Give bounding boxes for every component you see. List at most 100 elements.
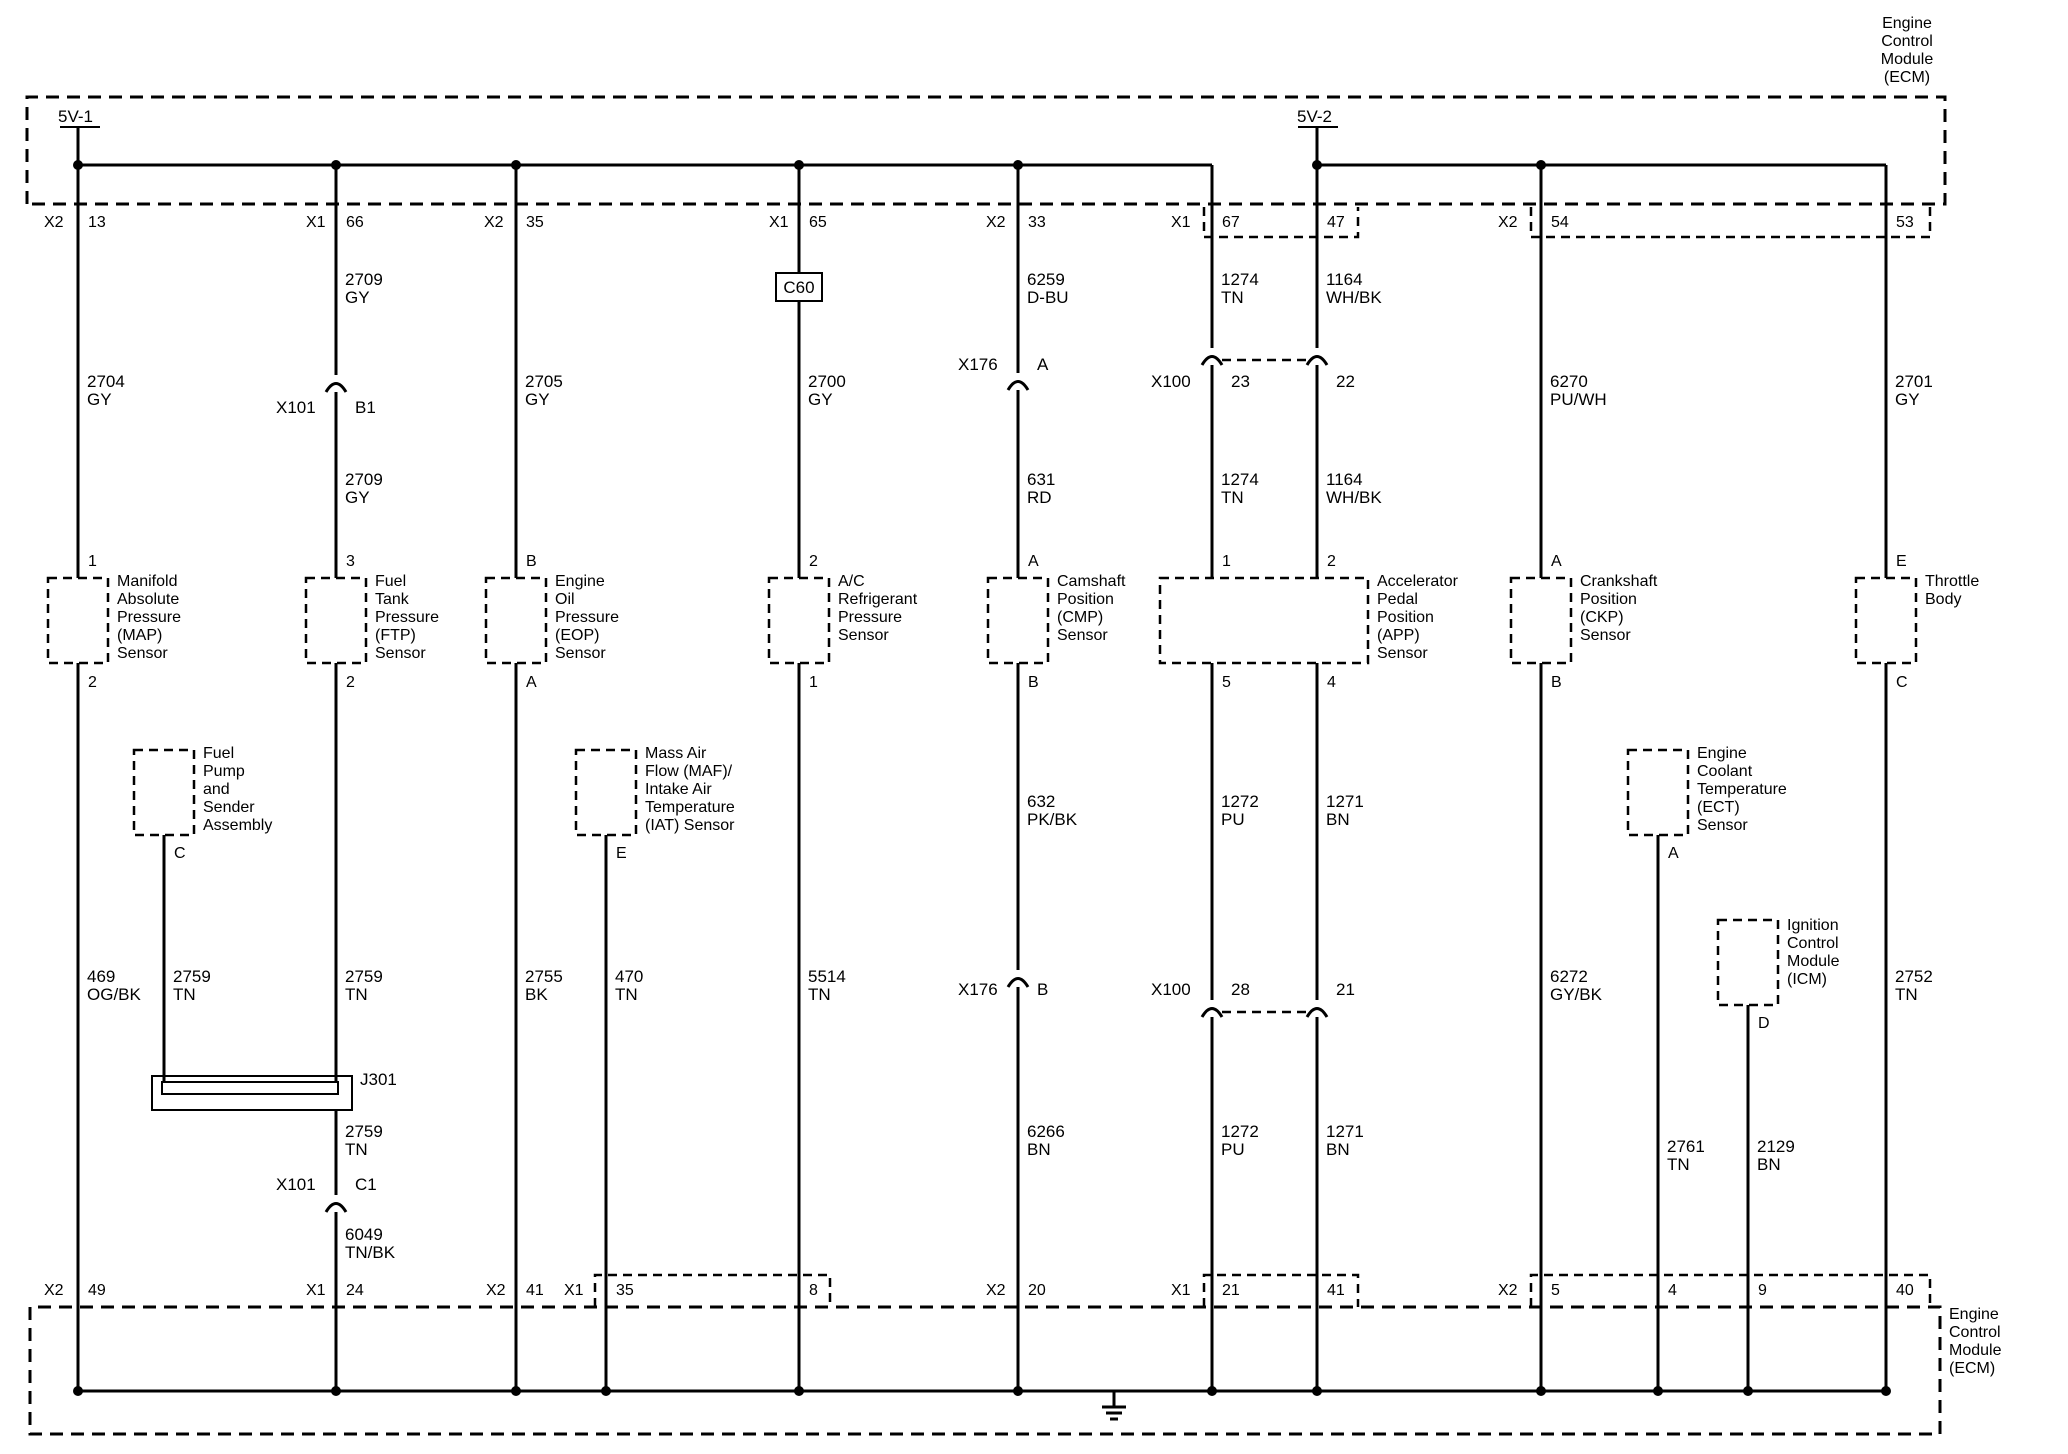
app-conn-1-name: X100 xyxy=(1151,372,1191,391)
fuel-pump-wire-color: TN xyxy=(173,985,196,1004)
ftp-wire-2-circuit: 2709 xyxy=(345,470,383,489)
icm-label-1: Ignition xyxy=(1787,917,1839,934)
ac-sensor-box xyxy=(767,576,831,665)
cmp-wire-1-color: D-BU xyxy=(1027,288,1069,307)
ftp-label-1: Fuel xyxy=(375,573,406,590)
fuel-pump-circuit: Fuel Pump and Sender Assembly C 2759 TN xyxy=(132,745,272,1082)
ckp-label-4: Sensor xyxy=(1580,627,1631,644)
app-sensor-box xyxy=(1158,576,1370,665)
ckp-sensor-box xyxy=(1509,576,1573,665)
x100-21-connector-icon xyxy=(1305,1007,1329,1018)
fuel-pump-label-4: Sender xyxy=(203,799,255,816)
icm-pin-bottom: D xyxy=(1758,1015,1770,1032)
app-right-wire-4-color: BN xyxy=(1326,1140,1350,1159)
throttle-body-circuit: 53 2701 GY E Throttle Body C 2752 TN 40 xyxy=(1854,165,1979,1396)
eop-pin-top: B xyxy=(526,553,537,570)
fuel-pump-label-1: Fuel xyxy=(203,745,234,762)
ftp-wire-3-circuit: 2759 xyxy=(345,967,383,986)
x100-28-connector-icon xyxy=(1200,1007,1224,1018)
app-right-wire-2-color: WH/BK xyxy=(1326,488,1382,507)
maf-bottom-conn: X1 xyxy=(564,1282,584,1299)
ftp-pin-top: 3 xyxy=(346,553,355,570)
tb-bottom-pin: 40 xyxy=(1896,1282,1914,1299)
app-right-wire-3-circuit: 1271 xyxy=(1326,792,1364,811)
ftp-sensor-circuit: X1 66 2709 GY X101 B1 2709 GY 3 Fuel Tan… xyxy=(151,165,439,1396)
ftp-wire-5-circuit: 6049 xyxy=(345,1225,383,1244)
cmp-wire-2-color: RD xyxy=(1027,488,1052,507)
app-bottom-pin-1: 21 xyxy=(1222,1282,1240,1299)
ftp-wire-3-color: TN xyxy=(345,985,368,1004)
map-wire-2-circuit: 469 xyxy=(87,967,115,986)
ftp-pin-bottom: 2 xyxy=(346,674,355,691)
ckp-label-1: Crankshaft xyxy=(1580,573,1658,590)
app-right-wire-4-circuit: 1271 xyxy=(1326,1122,1364,1141)
icm-wire-circuit: 2129 xyxy=(1757,1137,1795,1156)
cmp-conn-2-pin: B xyxy=(1037,980,1048,999)
map-label-4: (MAP) xyxy=(117,627,162,644)
map-sensor-box xyxy=(46,576,110,665)
app-pin-bottom-2: 4 xyxy=(1327,674,1336,691)
app-right-wire-1-color: WH/BK xyxy=(1326,288,1382,307)
eop-sensor-circuit: X2 35 2705 GY B Engine Oil Pressure (EOP… xyxy=(484,165,619,1396)
ect-label-5: Sensor xyxy=(1697,817,1748,834)
ftp-label-5: Sensor xyxy=(375,645,426,662)
ftp-label-2: Tank xyxy=(375,591,410,608)
ftp-wire-4-color: TN xyxy=(345,1140,368,1159)
tb-wire-1-color: GY xyxy=(1895,390,1920,409)
ac-top-pin: 65 xyxy=(809,214,827,231)
map-bottom-pin: 49 xyxy=(88,1282,106,1299)
app-label-5: Sensor xyxy=(1377,645,1428,662)
app-left-wire-4-color: PU xyxy=(1221,1140,1245,1159)
icm-bottom-pin: 9 xyxy=(1758,1282,1767,1299)
eop-top-pin: 35 xyxy=(526,214,544,231)
map-pin-top: 1 xyxy=(88,553,97,570)
icm-circuit: Ignition Control Module (ICM) D 2129 BN … xyxy=(1716,917,1840,1396)
app-conn-1-pin-right: 22 xyxy=(1336,372,1355,391)
app-pin-top-2: 2 xyxy=(1327,553,1336,570)
ftp-wire-4-circuit: 2759 xyxy=(345,1122,383,1141)
ftp-label-4: (FTP) xyxy=(375,627,416,644)
eop-sensor-box xyxy=(484,576,548,665)
ac-pin-bottom: 1 xyxy=(809,674,818,691)
ckp-label-3: (CKP) xyxy=(1580,609,1624,626)
map-top-pin: 13 xyxy=(88,214,106,231)
j301-label: J301 xyxy=(360,1070,397,1089)
x100-23-connector-icon xyxy=(1200,355,1224,366)
app-conn-2-pin-left: 28 xyxy=(1231,980,1250,999)
ckp-wire-1-color: PU/WH xyxy=(1550,390,1607,409)
ftp-wire-2-color: GY xyxy=(345,488,370,507)
ac-pressure-sensor-circuit: C60 X1 65 2700 GY 2 A/C Refrigerant Pres… xyxy=(767,165,918,1396)
ect-label-4: (ECT) xyxy=(1697,799,1740,816)
ac-wire-2-color: TN xyxy=(808,985,831,1004)
fuel-pump-label-2: Pump xyxy=(203,763,245,780)
icm-label-2: Control xyxy=(1787,935,1839,952)
app-bottom-pin-2: 41 xyxy=(1327,1282,1345,1299)
map-wire-1-color: GY xyxy=(87,390,112,409)
ecm-bottom-block: Engine Control Module (ECM) xyxy=(28,1273,2002,1436)
maf-label-5: (IAT) Sensor xyxy=(645,817,735,834)
app-right-wire-2-circuit: 1164 xyxy=(1326,470,1363,489)
ftp-conn-2-pin: C1 xyxy=(355,1175,377,1194)
app-bottom-conn: X1 xyxy=(1171,1282,1191,1299)
ac-label-4: Sensor xyxy=(838,627,889,644)
cmp-bottom-conn: X2 xyxy=(986,1282,1006,1299)
c60-label: C60 xyxy=(783,278,814,297)
tb-pin-bottom: C xyxy=(1896,674,1908,691)
cmp-label-2: Position xyxy=(1057,591,1114,608)
app-top-pin-2: 47 xyxy=(1327,214,1345,231)
ect-bottom-pin: 4 xyxy=(1668,1282,1677,1299)
map-label-2: Absolute xyxy=(117,591,179,608)
app-sensor-circuit: X1 67 47 1274 TN 1164 WH/BK X100 23 22 1… xyxy=(1151,165,1459,1396)
app-left-wire-4-circuit: 1272 xyxy=(1221,1122,1259,1141)
maf-label-4: Temperature xyxy=(645,799,735,816)
eop-top-conn: X2 xyxy=(484,214,504,231)
app-top-pin-1: 67 xyxy=(1222,214,1240,231)
ac-bottom-pin: 8 xyxy=(809,1282,818,1299)
x176-a-connector-icon xyxy=(1006,380,1030,391)
ac-label-1: A/C xyxy=(838,573,865,590)
ftp-label-3: Pressure xyxy=(375,609,439,626)
eop-label-2: Oil xyxy=(555,591,575,608)
ect-label-1: Engine xyxy=(1697,745,1747,762)
eop-wire-1-color: GY xyxy=(525,390,550,409)
ckp-top-pin: 54 xyxy=(1551,214,1569,231)
